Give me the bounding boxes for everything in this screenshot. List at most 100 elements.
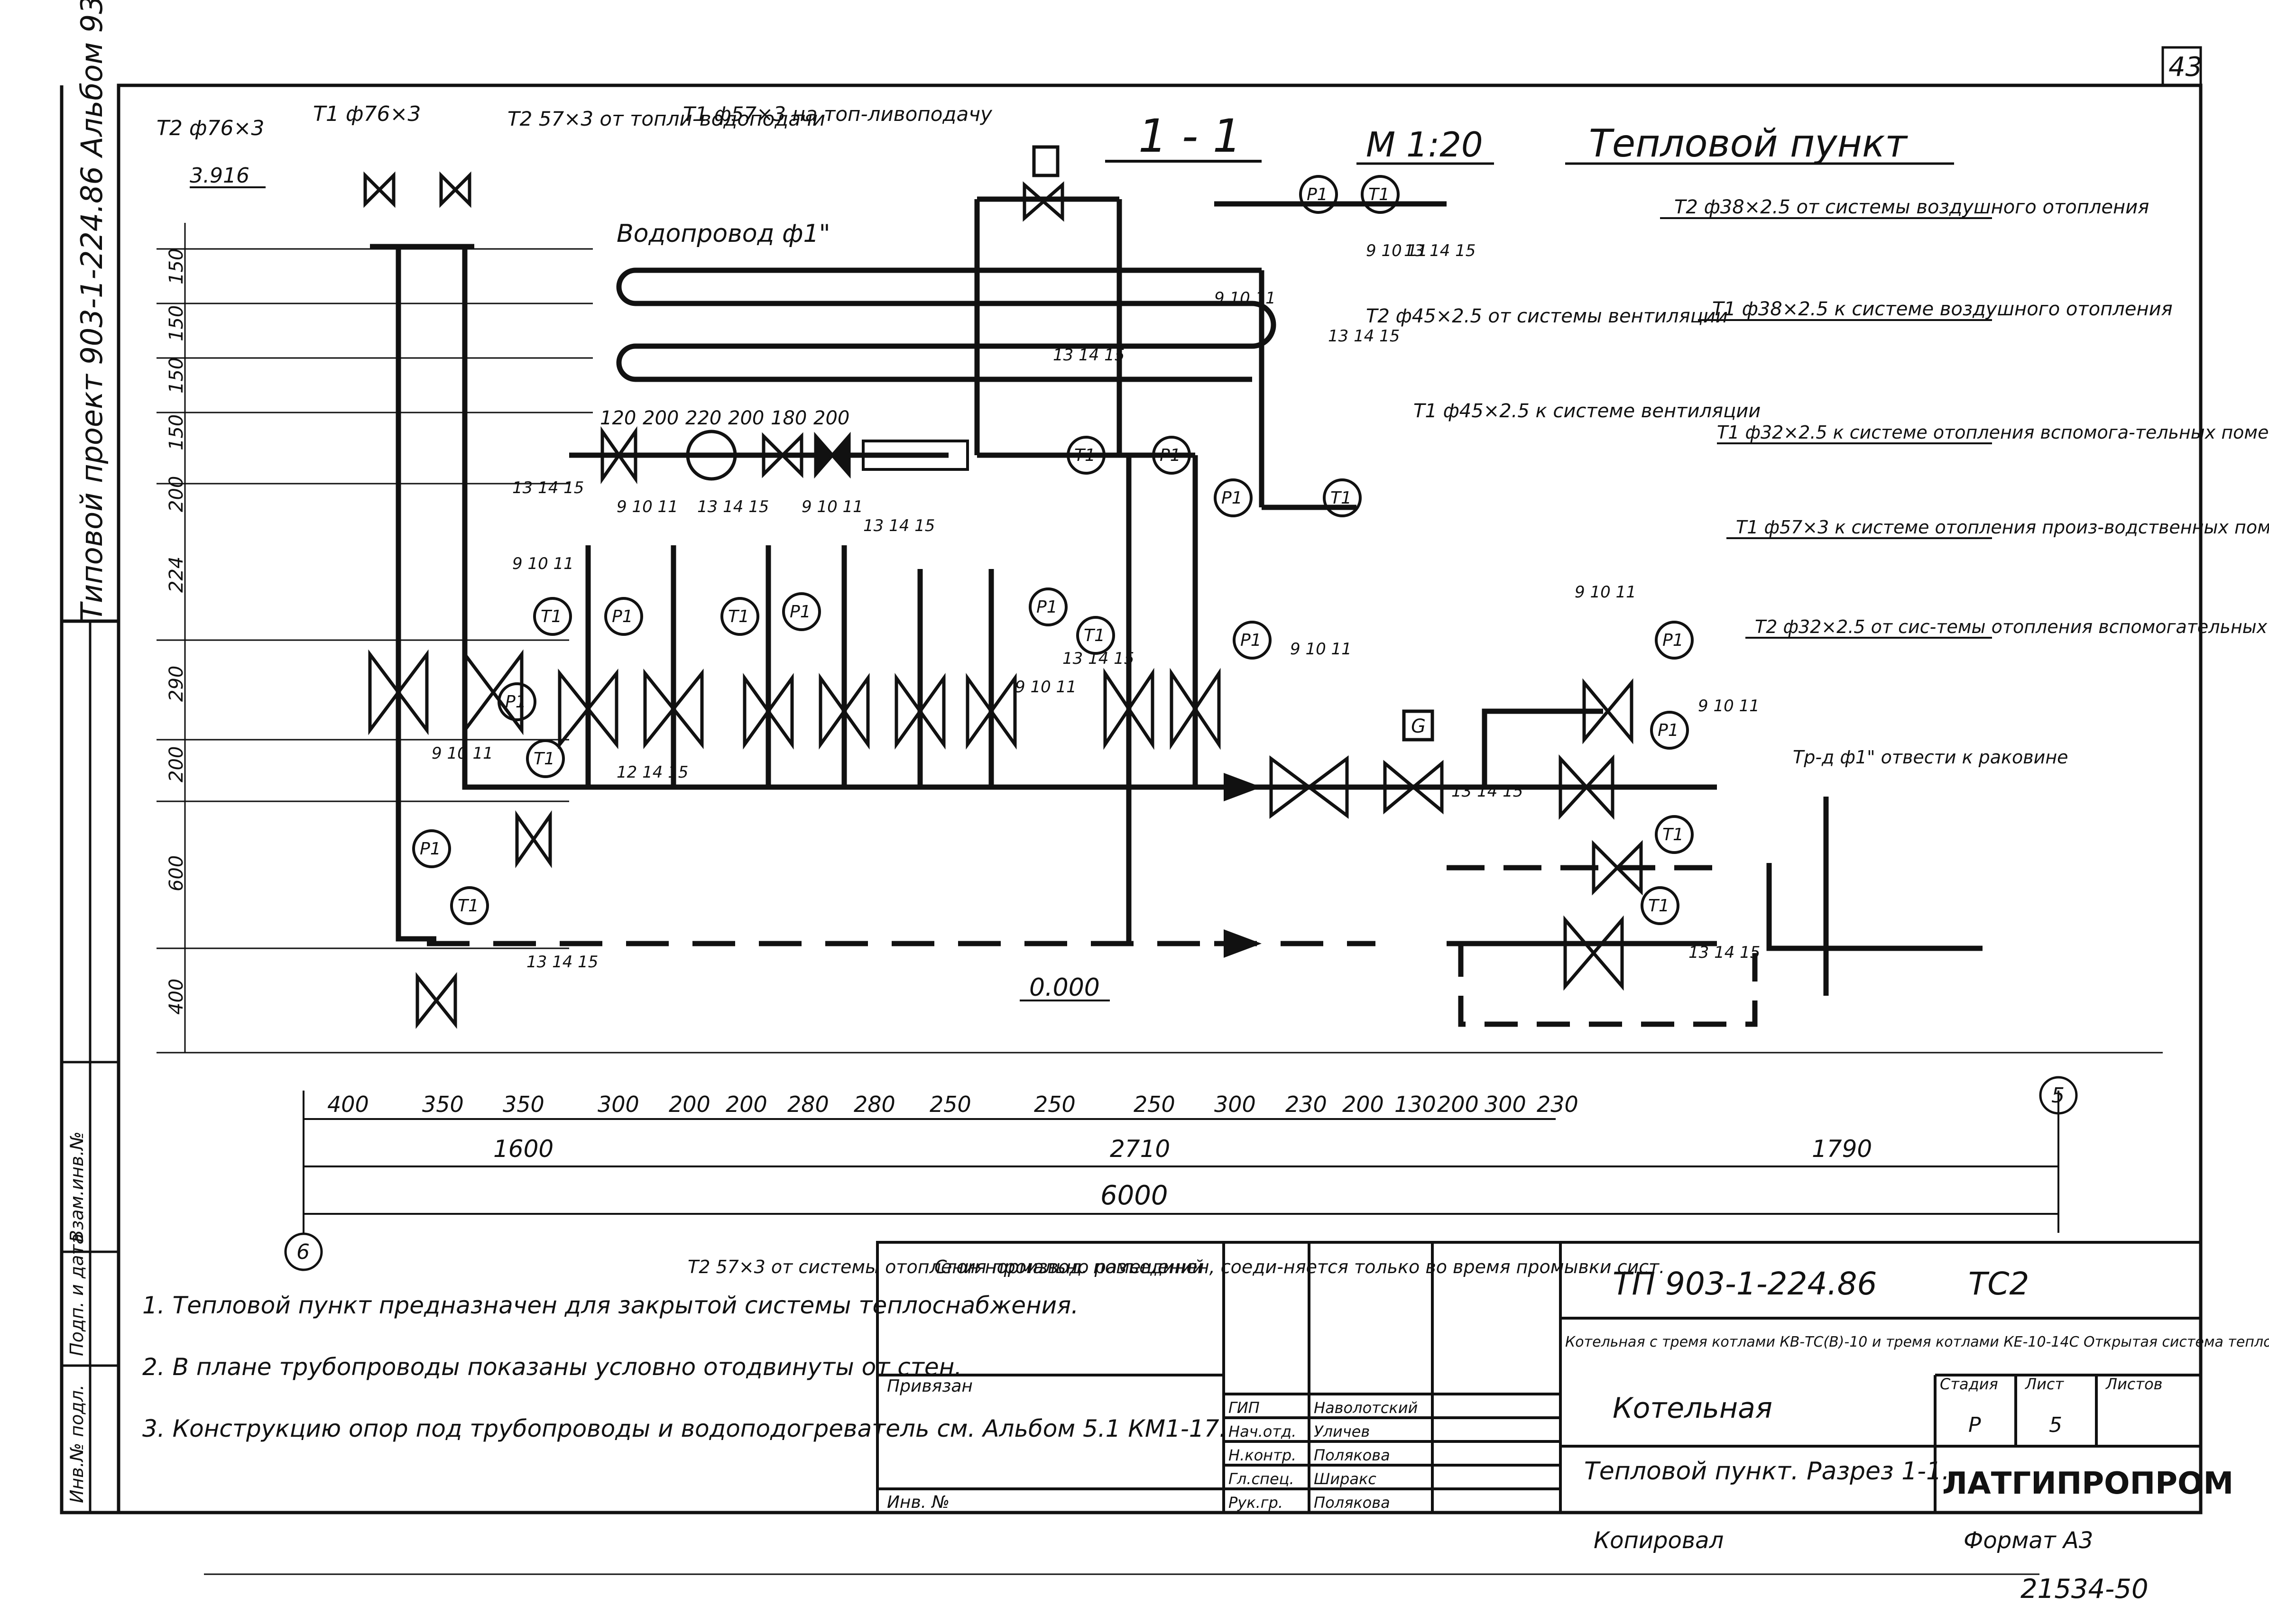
bd1-1: 350 [422, 1092, 464, 1117]
valve-3b [819, 673, 870, 750]
callout-9-10-11: 9 10 11 [617, 497, 678, 516]
name-3: Шиpакс [1314, 1470, 1376, 1488]
tag-t1: Т1 [1648, 896, 1669, 916]
note-2: 2. В плане трубопроводы показаны условно… [142, 1353, 962, 1381]
name-2: Полякова [1314, 1446, 1390, 1464]
left-dim-3: 150 [166, 414, 187, 450]
margin-stamp-2: Инв.№ подл. [66, 1385, 87, 1503]
left-dim-5: 224 [166, 557, 187, 593]
tag-t1: Т1 [1084, 626, 1105, 645]
instrument-tags: Т1 Р1 Т1 Р1 Р1 Т1 Р1 Р1 Т1 Р1 Т1 Т1 Р1 Р… [420, 185, 1684, 916]
tb-subtitle: Котельная с тремя котлами КВ-ТС(В)-10 и … [1565, 1334, 2269, 1350]
valve-dims: 120 200 220 200 180 200 [600, 407, 849, 429]
tag-p1: Р1 [612, 607, 633, 626]
tb-org: ЛАТГИПРОПРОМ [1942, 1466, 2233, 1501]
bd1-3: 300 [598, 1092, 639, 1117]
tb-project-code: ТП 903-1-224.86 [1613, 1266, 1877, 1302]
tag-t1: Т1 [728, 607, 749, 626]
bd2-1: 2710 [1110, 1135, 1170, 1163]
margin-stamp-grid [62, 621, 119, 1513]
bd1-7: 280 [854, 1092, 895, 1117]
callout-13-14-15: 13 14 15 [863, 516, 935, 535]
left-dim-0: 150 [166, 248, 187, 284]
left-dims: 150 150 150 150 200 224 290 200 600 400 [166, 248, 187, 1015]
vd-3: 200 [728, 407, 764, 429]
callout-13-14-15: 13 14 15 [1404, 241, 1476, 260]
role-2: Н.контр. [1228, 1446, 1296, 1464]
tb-stage-label: Стадия [1940, 1375, 1998, 1393]
callout-13-14-15: 13 14 15 [697, 497, 769, 516]
valve-5c [1582, 678, 1633, 744]
valve-5b [1170, 668, 1221, 750]
tb-sheet-value: 5 [2049, 1413, 2062, 1437]
bd1-5: 200 [726, 1092, 767, 1117]
valve-17 [1023, 181, 1064, 222]
drawing-title: Тепловой пункт [1589, 121, 1908, 165]
axis-left: 6 [296, 1240, 310, 1264]
right-labels: Т2 ф38×2.5 от системы воздушного отоплен… [1366, 196, 2269, 768]
valve-2c [1269, 755, 1349, 819]
bd1-6: 280 [787, 1092, 829, 1117]
tag-t1: Т1 [534, 749, 555, 769]
tag-p1: Р1 [1221, 488, 1243, 508]
bd1-8: 250 [930, 1092, 971, 1117]
tag-p1: Р1 [505, 692, 526, 712]
tb-copied-by: Копировал [1594, 1527, 1724, 1554]
tag-t1: Т1 [1330, 488, 1352, 508]
bd1-0: 400 [327, 1092, 369, 1117]
note-3: 3. Конструкцию опор под трубопроводы и в… [142, 1415, 1227, 1442]
callout-12-14-15: 12 14 15 [617, 763, 688, 782]
vd-1: 200 [643, 407, 679, 429]
callout-9-10-11: 9 10 11 [1290, 640, 1352, 659]
callouts: 9 10 11 13 14 15 9 10 11 13 14 15 9 10 1… [432, 241, 1760, 972]
axis-right: 5 [2051, 1083, 2065, 1108]
callout-13-14-15: 13 14 15 [1451, 782, 1523, 801]
label-t1-57-feed: Т1 ф57×3 на топ-ливоподачу [683, 102, 993, 126]
tb-sheets-label: Листов [2105, 1375, 2163, 1393]
bd1-10: 250 [1134, 1092, 1175, 1117]
tb-sheet-code: ТС2 [1968, 1266, 2029, 1302]
bd1-17: 230 [1537, 1092, 1578, 1117]
bd1-11: 300 [1214, 1092, 1256, 1117]
tb-stage-value: Р [1968, 1413, 1981, 1437]
tb-inv-label: Инв. № [887, 1493, 950, 1512]
tag-p1: Р1 [1658, 721, 1679, 740]
callout-9-10-11: 9 10 11 [1698, 697, 1760, 716]
callout-t2-57-prod: Т2 57×3 от системы отопления производ. п… [688, 1257, 1204, 1277]
section-label: 1 - 1 [1138, 110, 1242, 163]
tb-tied-label: Привязан [887, 1376, 973, 1396]
right-label-2: Т2 ф45×2.5 от системы вентиляции [1366, 305, 1728, 327]
label-t2-57-feed: Т2 57×3 от топли-водоподачи [507, 107, 825, 130]
callout-9-10-11: 9 10 11 [512, 554, 574, 573]
tb-format: Формат А3 [1964, 1527, 2093, 1554]
tag-p1: Р1 [1307, 185, 1328, 204]
name-1: Уличев [1314, 1422, 1370, 1440]
callout-9-10-11: 9 10 11 [1575, 583, 1636, 602]
right-label-3: Т1 ф45×2.5 к системе вентиляции [1413, 400, 1761, 422]
tag-t1: Т1 [1368, 185, 1390, 204]
bd2-2: 1790 [1812, 1135, 1872, 1163]
bd1-13: 200 [1342, 1092, 1384, 1117]
label-t2-76: Т2 ф76×3 [157, 116, 264, 140]
instruments [412, 175, 1694, 925]
tag-p1: Р1 [1036, 597, 1058, 617]
callout-13-14-15: 13 14 15 [1062, 649, 1134, 668]
tb-sheet-label: Лист [2025, 1375, 2064, 1393]
general-notes: 1. Тепловой пункт предназначен для закры… [142, 1292, 1227, 1442]
right-label-6: Т2 ф32×2.5 от сис-темы отопления вспомог… [1755, 616, 2269, 637]
role-4: Рук.гр. [1228, 1494, 1283, 1512]
vd-2: 220 [685, 407, 721, 429]
right-label-4: Т1 ф32×2.5 к системе отопления вспомога-… [1717, 422, 2269, 443]
callout-9-10-11: 9 10 11 [1366, 241, 1428, 260]
bd1-4: 200 [669, 1092, 710, 1117]
tag-gauge: G [1411, 716, 1426, 737]
vd-4: 180 [771, 407, 807, 429]
left-dim-6: 290 [166, 666, 187, 702]
scale-label: М 1:20 [1366, 125, 1483, 165]
role-1: Нач.отд. [1228, 1422, 1296, 1440]
valve-3a [743, 673, 794, 750]
left-dim-9: 400 [166, 979, 187, 1015]
valve-4b [966, 673, 1017, 750]
right-label-0: Т2 ф38×2.5 от системы воздушного отоплен… [1674, 196, 2149, 218]
bd1-15: 200 [1437, 1092, 1479, 1117]
